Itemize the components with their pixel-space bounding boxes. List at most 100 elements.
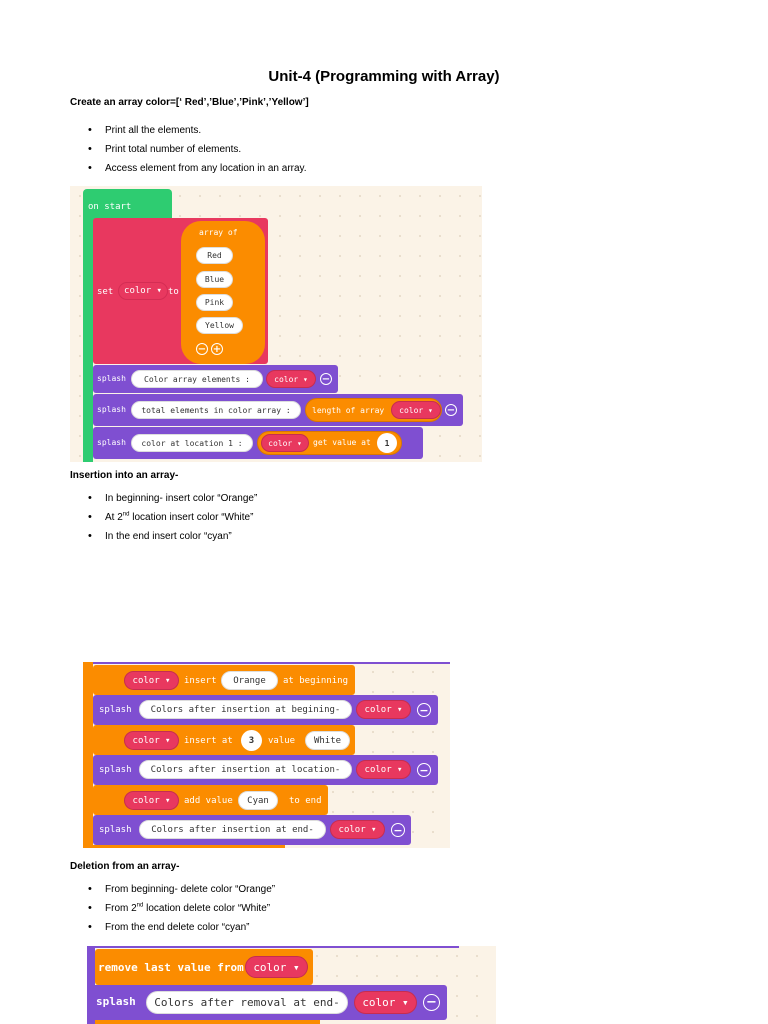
dropdown-arrow-icon: ▾ [423, 405, 433, 415]
dropdown-arrow-icon: ▾ [292, 438, 302, 448]
variable-dropdown[interactable]: color ▾ [124, 731, 179, 750]
list-item: In the end insert color “cyan” [88, 530, 257, 549]
string-literal[interactable]: Colors after insertion at location- [139, 760, 352, 779]
on-start-block-side [83, 222, 93, 462]
plus-circle-icon[interactable]: + [211, 343, 223, 355]
deletion-heading: Deletion from an array- [70, 861, 180, 872]
list-item: Print total number of elements. [88, 143, 307, 162]
list-item: In beginning- insert color “Orange” [88, 492, 257, 511]
bullet-list-print: Print all the elements. Print total numb… [88, 124, 307, 181]
string-literal[interactable]: Colors after insertion at begining- [139, 700, 352, 719]
block-label: set [97, 287, 114, 297]
variable-dropdown[interactable]: color ▾ [118, 282, 168, 300]
variable-dropdown[interactable]: color ▾ [261, 434, 309, 452]
variable-dropdown[interactable]: color ▾ [391, 401, 441, 419]
string-pink[interactable]: Pink [196, 294, 233, 311]
variable-dropdown[interactable]: color ▾ [330, 820, 385, 839]
list-item: From the end delete color “cyan” [88, 921, 275, 940]
string-literal[interactable]: Color array elements : [131, 370, 263, 388]
minus-circle-icon[interactable]: − [445, 404, 457, 416]
bullet-list-delete: From beginning- delete color “Orange” Fr… [88, 883, 275, 940]
array-of-block[interactable]: array of Red Blue Pink Yellow − + [181, 221, 265, 364]
minus-circle-icon[interactable]: − [417, 763, 431, 777]
splash-block-after-removal[interactable]: splash Colors after removal at end- colo… [89, 985, 447, 1020]
block-label: splash [99, 765, 132, 775]
minus-circle-icon[interactable]: − [423, 994, 440, 1011]
code-canvas-insertion: color ▾ insert Orange at beginning splas… [83, 662, 450, 848]
splash-block-elements[interactable]: splash Color array elements : color ▾ − [93, 365, 338, 393]
dropdown-arrow-icon: ▾ [298, 374, 308, 384]
code-canvas-array-create: on start set color ▾ to array of Red Blu… [70, 186, 482, 462]
insert-at-location-block[interactable]: color ▾ insert at 3 value White [93, 725, 355, 755]
string-red[interactable]: Red [196, 247, 233, 264]
on-start-block[interactable]: on start [83, 189, 172, 223]
string-literal[interactable]: Orange [221, 671, 278, 690]
block-label: splash [97, 374, 126, 383]
insert-at-beginning-block[interactable]: color ▾ insert Orange at beginning [93, 665, 355, 695]
dropdown-arrow-icon: ▾ [159, 675, 171, 686]
string-literal[interactable]: Cyan [238, 791, 278, 810]
block-label: at beginning [283, 676, 349, 686]
splash-block-get-value[interactable]: splash color at location 1 : color ▾ get… [93, 427, 423, 459]
dropdown-arrow-icon: ▾ [365, 824, 377, 835]
loop-block-side [83, 662, 93, 848]
splash-block-after-end[interactable]: splash Colors after insertion at end- co… [93, 815, 411, 845]
dropdown-arrow-icon: ▾ [159, 735, 171, 746]
string-literal[interactable]: White [305, 731, 350, 750]
string-literal[interactable]: color at location 1 : [131, 434, 253, 452]
bullet-list-insert: In beginning- insert color “Orange” At 2… [88, 492, 257, 549]
insertion-heading: Insertion into an array- [70, 470, 179, 481]
block-label: add value [184, 796, 233, 806]
block-label: to [168, 287, 179, 297]
variable-dropdown[interactable]: color ▾ [124, 671, 179, 690]
string-literal[interactable]: Colors after insertion at end- [139, 820, 326, 839]
minus-circle-icon[interactable]: − [391, 823, 405, 837]
list-item: From beginning- delete color “Orange” [88, 883, 275, 902]
list-item: Print all the elements. [88, 124, 307, 143]
block-label: splash [97, 438, 126, 447]
variable-dropdown[interactable]: color ▾ [266, 370, 316, 388]
minus-circle-icon[interactable]: − [417, 703, 431, 717]
block-label: insert at [184, 736, 233, 746]
list-item: At 2nd location insert color “White” [88, 511, 257, 530]
block-label: insert [184, 676, 217, 686]
code-canvas-deletion: remove last value from color ▾ splash Co… [87, 946, 496, 1024]
block-label: on start [88, 202, 132, 212]
block-label: get value at [313, 438, 371, 447]
minus-circle-icon[interactable]: − [320, 373, 332, 385]
dropdown-arrow-icon: ▾ [395, 996, 409, 1009]
block-label: splash [96, 995, 136, 1008]
add-value-to-end-block[interactable]: color ▾ add value Cyan to end [93, 785, 328, 815]
list-item: Access element from any location in an a… [88, 162, 307, 181]
minus-circle-icon[interactable]: − [196, 343, 208, 355]
dropdown-arrow-icon: ▾ [391, 704, 403, 715]
number-literal[interactable]: 1 [377, 433, 397, 453]
intro-text: Create an array color=[‘ Red’,’Blue’,’Pi… [70, 97, 309, 108]
variable-dropdown[interactable]: color ▾ [124, 791, 179, 810]
variable-dropdown[interactable]: color ▾ [245, 956, 308, 978]
number-literal[interactable]: 3 [241, 730, 262, 751]
variable-dropdown[interactable]: color ▾ [356, 700, 411, 719]
block-label: splash [99, 705, 132, 715]
remove-last-value-block[interactable]: remove last value from color ▾ [95, 949, 313, 985]
dropdown-arrow-icon: ▾ [391, 764, 403, 775]
dropdown-arrow-icon: ▾ [151, 286, 162, 296]
block-label: to end [289, 796, 322, 806]
block-label: remove last value from [98, 961, 244, 974]
dropdown-arrow-icon: ▾ [159, 795, 171, 806]
variable-dropdown[interactable]: color ▾ [354, 991, 417, 1014]
dropdown-arrow-icon: ▾ [286, 960, 300, 974]
page-title: Unit-4 (Programming with Array) [268, 68, 500, 85]
block-label: splash [97, 405, 126, 414]
splash-block-length[interactable]: splash total elements in color array : l… [93, 394, 463, 426]
block-label: array of [199, 228, 238, 237]
block-label: splash [99, 825, 132, 835]
variable-dropdown[interactable]: color ▾ [356, 760, 411, 779]
string-yellow[interactable]: Yellow [196, 317, 243, 334]
string-blue[interactable]: Blue [196, 271, 233, 288]
splash-block-after-location[interactable]: splash Colors after insertion at locatio… [93, 755, 438, 785]
block-label: value [268, 736, 296, 746]
string-literal[interactable]: Colors after removal at end- [146, 991, 348, 1014]
splash-block-after-beginning[interactable]: splash Colors after insertion at beginin… [93, 695, 438, 725]
string-literal[interactable]: total elements in color array : [131, 401, 301, 419]
